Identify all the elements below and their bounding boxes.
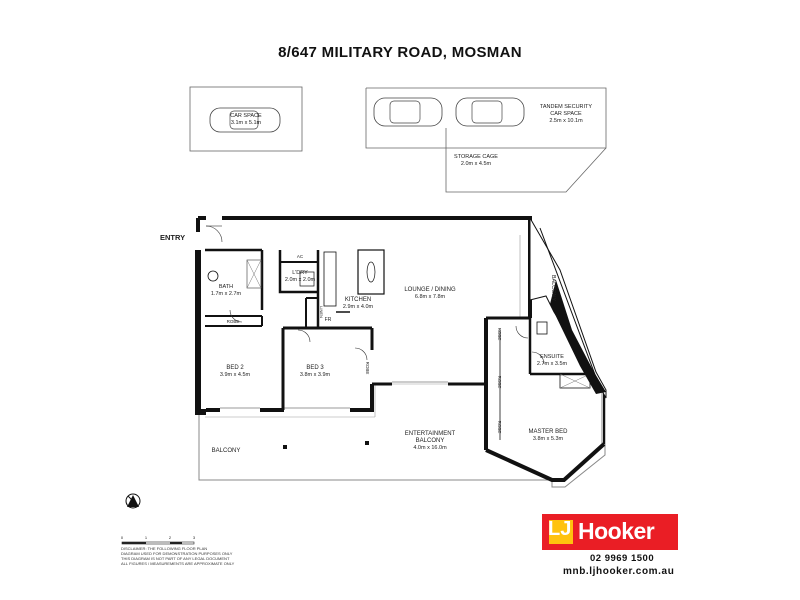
- disclaimer: DISCLAIMER: THE FOLLOWING FLOOR PLAN DIA…: [121, 546, 234, 566]
- storage-label: STORAGE CAGE: [454, 154, 498, 160]
- scale-label-3: 3: [193, 535, 196, 540]
- north-arrow-icon: [125, 493, 141, 509]
- ac-label: AC: [297, 254, 304, 259]
- scale-bar: 0 1 2 3: [121, 535, 196, 545]
- balcony-outline: [198, 235, 606, 488]
- scale-label-1: 1: [145, 535, 148, 540]
- doors: [205, 225, 603, 444]
- logo-hooker-text: Hooker: [578, 518, 655, 544]
- lounge-size: 6.8m x 7.8m: [415, 294, 446, 300]
- logo-lj-text: LJ: [548, 518, 572, 540]
- robe-bed3-label: ROBE: [365, 362, 370, 375]
- walls: [195, 216, 606, 482]
- page-title: 8/647 MILITARY ROAD, MOSMAN: [278, 44, 522, 61]
- agency-website[interactable]: mnb.ljhooker.com.au: [563, 566, 675, 577]
- balcony-left-label: BALCONY: [212, 448, 241, 454]
- logo-yellow-square: [549, 520, 573, 544]
- angled-wall: [529, 216, 607, 399]
- disclaimer-line: DIAGRAM USED FOR DEMONSTRATION PURPOSES …: [121, 551, 233, 556]
- car-icon: [373, 97, 443, 127]
- disclaimer-line: DISCLAIMER: THE FOLLOWING FLOOR PLAN: [121, 546, 208, 551]
- fridge-label: FR: [325, 317, 332, 323]
- bath-size: 1.7m x 2.7m: [211, 291, 242, 297]
- ensuite-label: ENSUITE: [540, 354, 564, 360]
- bed2-label: BED 2: [226, 365, 244, 371]
- entry-label: ENTRY: [160, 233, 185, 242]
- bed2-size: 3.9m x 4.5m: [220, 372, 251, 378]
- car-space-size: 3.1m x 5.1m: [231, 120, 262, 126]
- ensuite-size: 2.7m x 3.5m: [537, 361, 568, 367]
- balcony-right-label: BALCONY: [550, 275, 556, 302]
- kitchen-size: 2.9m x 4.0m: [343, 304, 374, 310]
- ent-balcony-size: 4.0m x 16.0m: [413, 445, 447, 451]
- ent-balcony-label: ENTERTAINMENT: [405, 431, 456, 437]
- ldry-label: L'DRY: [292, 270, 308, 276]
- scale-label-0: 0: [121, 535, 124, 540]
- car-icon: [209, 107, 281, 133]
- lounge-label: LOUNGE / DINING: [404, 287, 456, 293]
- robe-ensuite-label: ROBE: [497, 328, 502, 341]
- robe-bed2-label: ROBE: [227, 319, 240, 324]
- tandem-car-space: TANDEM SECURITY CAR SPACE 2.5m x 10.1m: [365, 87, 607, 149]
- ent-balcony-label-2: BALCONY: [416, 438, 445, 444]
- tandem-size: 2.5m x 10.1m: [549, 118, 583, 124]
- storage-cage: STORAGE CAGE 2.0m x 4.5m: [445, 128, 607, 193]
- car-space: CAR SPACE 3.1m x 5.1m: [189, 86, 303, 152]
- car-space-label: CAR SPACE: [230, 113, 262, 119]
- bed3-size: 3.8m x 3.9m: [300, 372, 331, 378]
- master-size: 3.8m x 5.3m: [533, 436, 564, 442]
- tandem-label: TANDEM SECURITY: [540, 104, 592, 110]
- room-labels: ENTRY BATH 1.7m x 2.7m AC L'DRY 2.0m x 2…: [160, 233, 568, 454]
- tandem-label-2: CAR SPACE: [550, 111, 582, 117]
- storage-size: 2.0m x 4.5m: [461, 161, 492, 167]
- car-icon: [455, 97, 525, 127]
- lj-hooker-logo: LJ Hooker: [542, 514, 678, 550]
- kitchen-label: KITCHEN: [345, 297, 371, 303]
- agency-phone: 02 9969 1500: [590, 553, 655, 564]
- scale-label-2: 2: [169, 535, 172, 540]
- robe-master-label: ROBE: [497, 376, 502, 389]
- linen-label: LINEN: [319, 306, 324, 318]
- robe-master-label-2: ROBE: [497, 421, 502, 434]
- ldry-size: 2.0m x 2.0m: [285, 277, 316, 283]
- disclaimer-line: ALL FIGURES / MEASUREMENTS ARE APPROXIMA…: [121, 561, 235, 566]
- bed3-label: BED 3: [306, 365, 324, 371]
- disclaimer-line: THIS DIAGRAM IS NOT PART OF ANY LEGAL DO…: [121, 556, 230, 561]
- bath-label: BATH: [219, 284, 233, 290]
- master-label: MASTER BED: [528, 429, 568, 435]
